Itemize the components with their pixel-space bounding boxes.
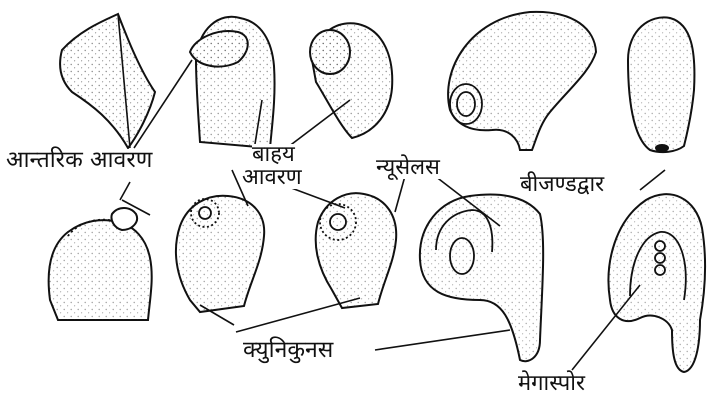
label-outer-integument-line2: आवरण xyxy=(242,167,302,189)
ovule-stage-8 xyxy=(316,193,397,308)
label-funiculus: क्युनिकुनस xyxy=(243,339,333,362)
ovule-stage-6 xyxy=(49,208,152,320)
ovule-stage-10 xyxy=(609,194,706,372)
label-micropyle: बीजण्डद्वार xyxy=(520,174,604,196)
label-inner-integument: आन्तरिक आवरण xyxy=(6,149,152,172)
label-nucellus: न्यूसेलस xyxy=(376,157,440,179)
ovule-stage-7 xyxy=(176,196,264,312)
ovule-stage-1 xyxy=(60,14,155,148)
label-outer-integument-line1: बाहय xyxy=(252,144,295,166)
label-megaspore: मेगास्पोर xyxy=(518,373,585,395)
ovule-stage-5 xyxy=(628,17,694,152)
ovule-stage-9 xyxy=(420,195,543,362)
ovule-stage-4 xyxy=(448,12,596,150)
ovule-stage-2 xyxy=(190,17,275,148)
